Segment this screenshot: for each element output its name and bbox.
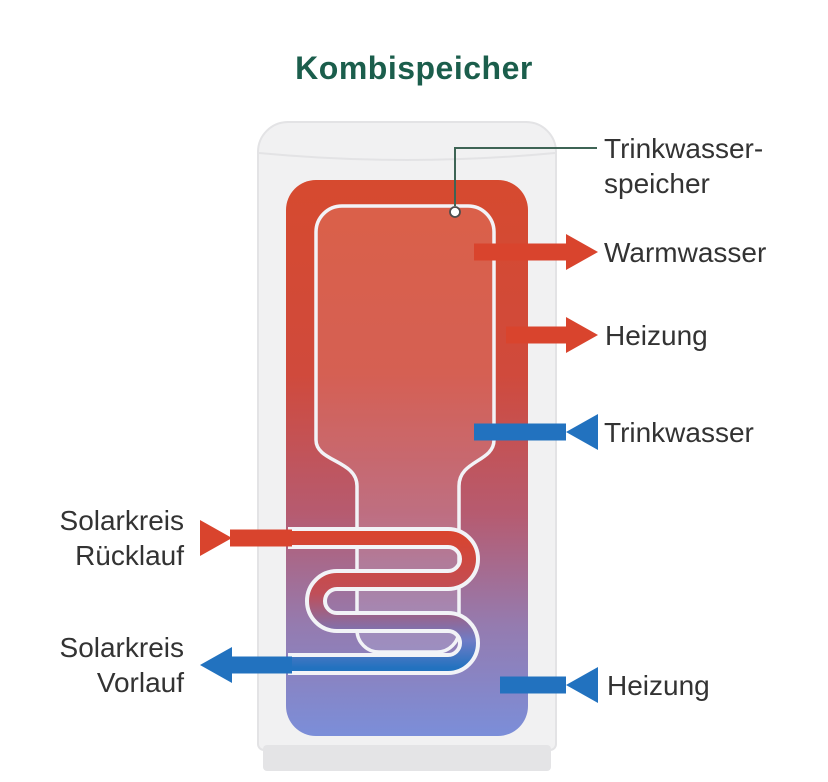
label-heizung-bottom: Heizung	[607, 670, 710, 701]
label-line: Solarkreis	[59, 505, 184, 536]
solarkreis-ruecklauf-arrow	[200, 520, 292, 556]
arrow-head	[566, 234, 598, 270]
tank-lid-seam	[258, 152, 556, 161]
trinkwasser-arrow	[474, 414, 598, 450]
arrow-head	[566, 667, 598, 703]
label-line: Rücklauf	[75, 540, 184, 571]
arrow-head	[566, 414, 598, 450]
label-line: Solarkreis	[59, 632, 184, 663]
solarkreis-vorlauf-arrow	[200, 647, 292, 683]
label-solarkreis-vorlauf: Solarkreis Vorlauf	[0, 630, 184, 700]
label-warmwasser: Warmwasser	[604, 237, 767, 268]
tank-base	[263, 745, 551, 771]
arrow-head	[200, 647, 232, 683]
label-line: speicher	[604, 168, 710, 199]
heizung-bottom-arrow	[500, 667, 598, 703]
page-title: Kombispeicher	[295, 50, 533, 86]
pointer-dot	[449, 206, 461, 218]
solar-coil	[288, 531, 477, 671]
pointer-line	[454, 147, 597, 206]
arrow-shaft	[500, 676, 566, 694]
arrow-shaft	[474, 243, 566, 261]
arrow-shaft	[230, 656, 292, 674]
arrow-head	[566, 317, 598, 353]
arrow-head	[200, 520, 232, 556]
arrow-shaft	[474, 423, 566, 441]
label-line: Trinkwasser-	[604, 133, 764, 164]
label-trinkwasser: Trinkwasser	[604, 417, 754, 448]
heizung-top-arrow	[506, 317, 598, 353]
arrow-shaft	[506, 326, 566, 344]
label-solarkreis-ruecklauf: Solarkreis Rücklauf	[0, 503, 184, 573]
label-trinkwasserspeicher: Trinkwasser- speicher	[604, 131, 763, 201]
arrow-shaft	[230, 529, 292, 547]
label-line: Vorlauf	[96, 667, 184, 698]
warmwasser-arrow	[474, 234, 598, 270]
label-heizung-top: Heizung	[605, 320, 708, 351]
tank-body-gradient	[286, 180, 528, 736]
